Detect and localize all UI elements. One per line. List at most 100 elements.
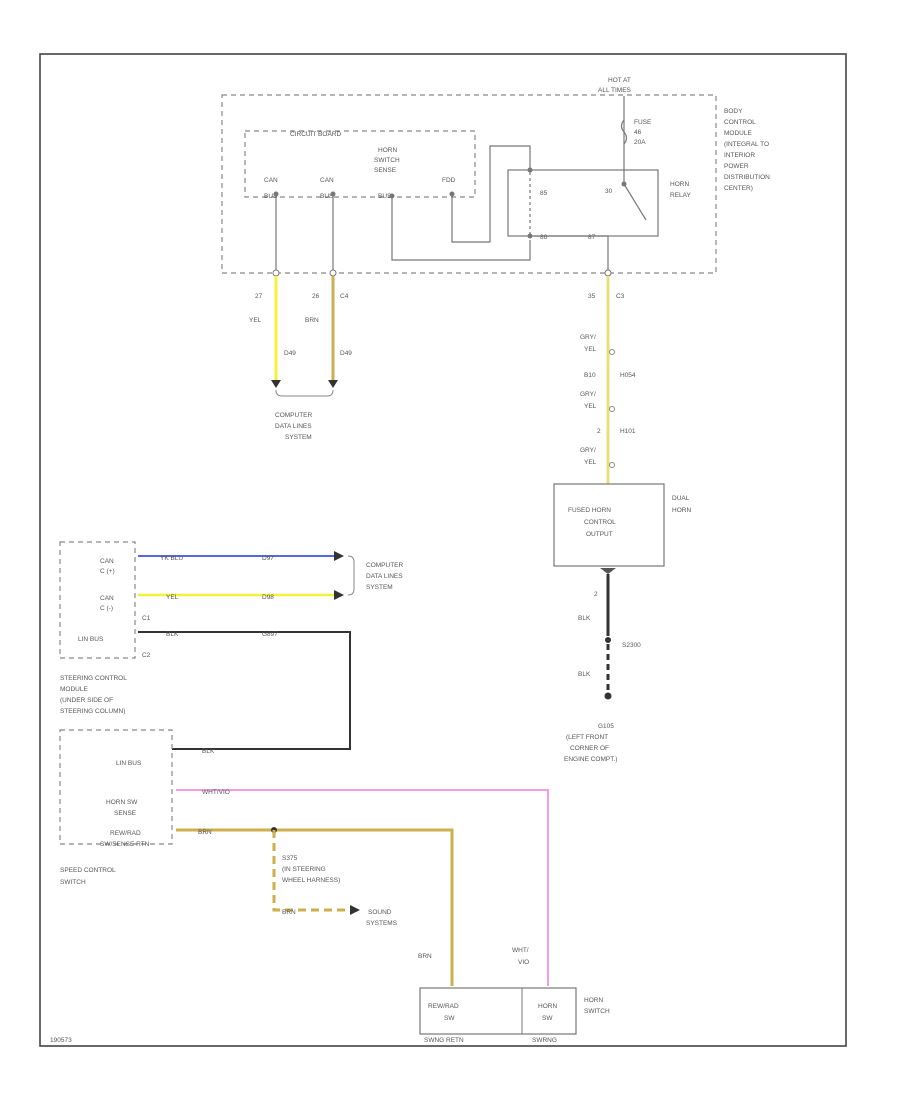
scm-label-4: STEERING COLUMN) <box>60 708 125 715</box>
sc-horn-label-2: SENSE <box>114 810 137 817</box>
cdl-label-3: SYSTEM <box>285 434 312 441</box>
scm-label-3: (UNDER SIDE OF <box>60 697 113 704</box>
scm-can-l-label-1: CAN <box>100 595 114 602</box>
relay-pin-85 <box>527 167 533 173</box>
fuse-label-1: FUSE <box>634 119 652 126</box>
ground-terminal <box>600 568 616 574</box>
relay-pin-86 <box>527 233 533 239</box>
horn-switch-sense-label-3: SENSE <box>374 167 397 174</box>
pin-2-label: 2 <box>597 428 601 435</box>
cdl-bracket <box>275 389 334 397</box>
speed-control-label-2: SWITCH <box>60 879 86 886</box>
wire-d98-label: D98 <box>262 594 274 601</box>
horn-relay-label-1: HORN <box>670 181 689 188</box>
bcm-conn-35 <box>604 269 612 277</box>
horn-switch-box <box>419 987 577 1035</box>
ground-g105 <box>604 692 612 700</box>
dual-horn-label-1: DUAL <box>672 495 690 502</box>
bcm-conn-27 <box>272 269 280 277</box>
ground-label-1: G105 <box>598 723 614 730</box>
can-h-sub-label: BUS <box>264 193 278 200</box>
s375-label-2: (IN STEERING <box>282 866 326 873</box>
hot-at-label: HOT AT <box>608 77 631 84</box>
fuse-label-3: 20A <box>634 139 646 146</box>
horn-box-label-1: FUSED HORN <box>568 507 611 514</box>
sc-lin-label: LIN BUS <box>116 760 142 767</box>
blk-label-2: BLK <box>578 671 591 678</box>
can-l-pin <box>330 191 336 197</box>
scm-lin-label: LIN BUS <box>78 636 104 643</box>
blk-label-1: BLK <box>578 615 591 622</box>
cdl2-label-3: SYSTEM <box>366 584 393 591</box>
scm-can-h-label-2: C (+) <box>100 568 115 575</box>
pin-35-label: 35 <box>588 293 596 300</box>
yel-label-2: YEL <box>584 403 597 410</box>
wire-pink-horn <box>176 789 549 986</box>
pin-85-label: 85 <box>540 190 548 197</box>
pin-87-label: 87 <box>588 234 596 241</box>
horn-switch-sense-label-1: HORN <box>378 147 397 154</box>
wire-g897-label: G897 <box>262 631 278 638</box>
relay-switch-arm <box>623 183 647 221</box>
fdd-trace <box>451 145 531 243</box>
bcm-label-6: POWER <box>724 163 749 170</box>
scm-can-l-label-2: C (-) <box>100 605 113 612</box>
horn-switch-label-1: HORN <box>584 997 603 1004</box>
pin-ground-2-label: 2 <box>594 591 598 598</box>
c3-label: C3 <box>616 293 625 300</box>
diagram-frame <box>39 53 847 1047</box>
yel-label-3: YEL <box>584 459 597 466</box>
wht-vertical-label-2: VIO <box>518 959 529 966</box>
wire-blk-lin <box>138 631 351 750</box>
horn-switch-rew-label-2: SW <box>444 1015 455 1022</box>
sc-whtvio-label: WHT/VIO <box>202 789 230 796</box>
sound-brn-label: BRN <box>282 909 296 916</box>
sc-horn-label-1: HORN SW <box>106 799 138 806</box>
c1-label: C1 <box>142 615 151 622</box>
all-times-label: ALL TIMES <box>598 87 632 94</box>
sc-rew-label-2: SW/SENSE RTN <box>100 841 150 848</box>
horn-switch-conn-1: SWNG RETN <box>424 1037 464 1044</box>
relay-87-trace <box>534 235 609 276</box>
horn-switch-sense-label-4: BUS <box>378 193 392 200</box>
bcm-label-4: (INTEGRAL TO <box>724 141 769 148</box>
scm-outline <box>59 541 136 659</box>
conn-h101 <box>609 462 615 468</box>
bcm-outline <box>221 94 717 274</box>
cdl2-label-2: DATA LINES <box>366 573 403 580</box>
fdd-label: FDD <box>442 177 456 184</box>
horn-switch-horn-label-1: HORN <box>538 1003 557 1010</box>
horn-switch-conn-2: SWRNG <box>532 1037 557 1044</box>
ground-label-3: CORNER OF <box>570 745 609 752</box>
can-l-label: CAN <box>320 177 334 184</box>
ground-label-2: (LEFT FRONT <box>566 734 608 741</box>
c-h101-label: H101 <box>620 428 636 435</box>
horn-relay-label-2: RELAY <box>670 192 691 199</box>
splice-label: S2300 <box>622 642 641 649</box>
horn-switch-label-2: SWITCH <box>584 1008 610 1015</box>
wire-blk-label: BLK <box>166 631 179 638</box>
wire-brn-label: BRN <box>305 317 319 324</box>
bcm-conn-26 <box>329 269 337 277</box>
cdl-arrow-1 <box>271 380 281 388</box>
conn-h054-b <box>609 406 615 412</box>
conn-h054-a <box>609 349 615 355</box>
horn-box-label-3: OUTPUT <box>586 531 613 538</box>
wire-brn-rewrad <box>176 828 454 986</box>
bcm-label-7: DISTRIBUTION <box>724 174 770 181</box>
s375-label-3: WHEEL HARNESS) <box>282 877 340 884</box>
bcm-label-3: MODULE <box>724 130 752 137</box>
wire-ykblu-label: YK BLU <box>160 555 183 562</box>
cdl-label-1: COMPUTER <box>275 412 313 419</box>
wire-d97-label: D97 <box>262 555 274 562</box>
cdl-label-2: DATA LINES <box>275 423 312 430</box>
fuse-symbol <box>620 119 628 145</box>
cdl2-arrow-1 <box>334 551 344 561</box>
cdl2-label-1: COMPUTER <box>366 562 404 569</box>
gry-label-3: GRY/ <box>580 447 596 454</box>
pin-b10-label: B10 <box>584 372 596 379</box>
cdl-arrow-2 <box>328 380 338 388</box>
d49-label-b: D49 <box>340 350 352 357</box>
bcm-label-5: INTERIOR <box>724 152 755 159</box>
